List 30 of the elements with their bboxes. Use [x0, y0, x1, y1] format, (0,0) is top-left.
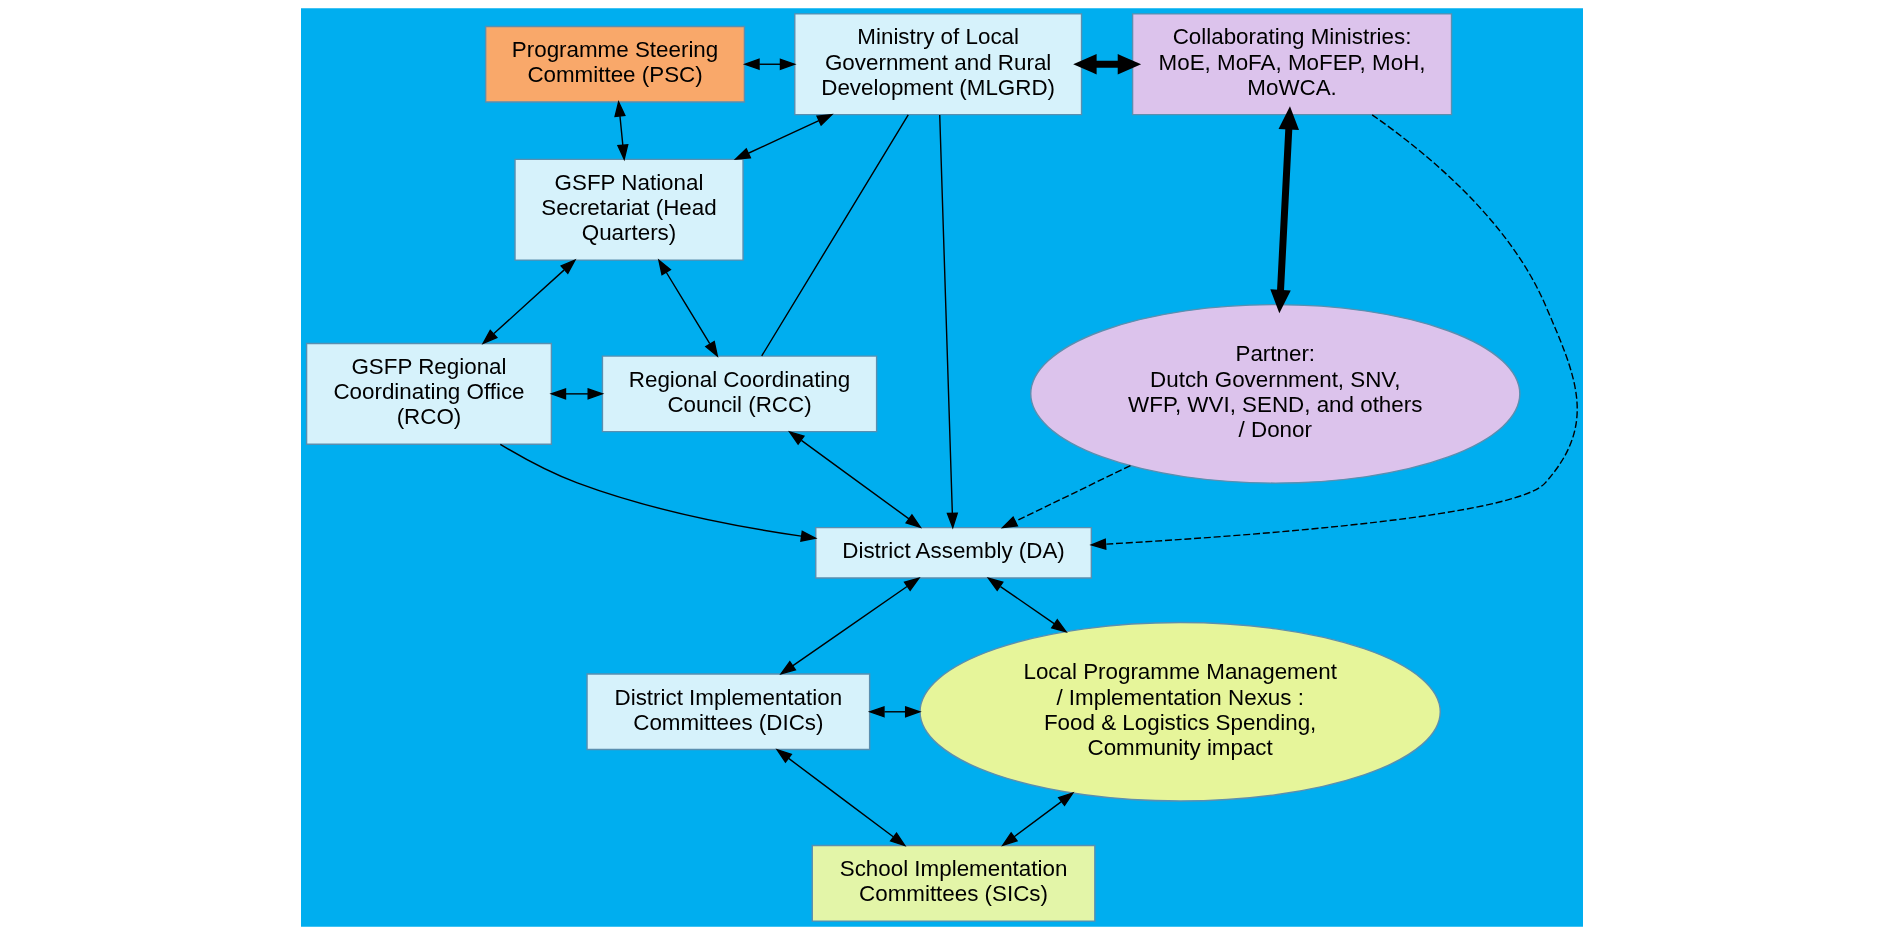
- node-box: Collaborating Ministries: MoE, MoFA, MoFEP, MoH, MoWCA.: [1131, 13, 1452, 116]
- node-box: Programme Steering Committee (PSC): [484, 25, 745, 103]
- arrow: [778, 577, 921, 675]
- arrow: [657, 258, 718, 358]
- arrow: [787, 430, 922, 529]
- arrow: [775, 748, 906, 847]
- connector: [760, 114, 909, 357]
- node-box: School Implementation Committees (SICs): [811, 844, 1096, 922]
- node-ellipse: Partner: Dutch Government, SNV, WFP, WVI, SEND, and others / Donor: [1029, 303, 1520, 484]
- node-box: GSFP Regional Coordinating Office (RCO): [305, 342, 552, 445]
- arrow: [733, 113, 834, 160]
- arrow: [1000, 464, 1131, 529]
- arrow: [938, 114, 958, 530]
- node-box: District Assembly (DA): [814, 526, 1092, 579]
- arrow: [613, 99, 629, 162]
- arrow: [499, 443, 818, 542]
- node-box: GSFP National Secretariat (Head Quarters): [513, 158, 744, 261]
- node-box: Regional Coordinating Council (RCC): [601, 355, 877, 433]
- arrow: [481, 258, 576, 345]
- arrow: [742, 58, 797, 71]
- node-box: District Implementation Committees (DICs): [585, 673, 870, 751]
- arrow: [1072, 54, 1141, 75]
- arrow: [548, 388, 604, 400]
- arrow: [986, 577, 1068, 633]
- arrow: [867, 705, 922, 718]
- node-ellipse: Local Programme Management / Implementation Nexus : Food & Logistics Spending, Community impact: [918, 621, 1441, 802]
- arrow: [1000, 791, 1074, 847]
- node-box: Ministry of Local Government and Rural Development (MLGRD): [793, 13, 1082, 116]
- arrow: [1088, 114, 1578, 550]
- arrow: [1269, 106, 1299, 314]
